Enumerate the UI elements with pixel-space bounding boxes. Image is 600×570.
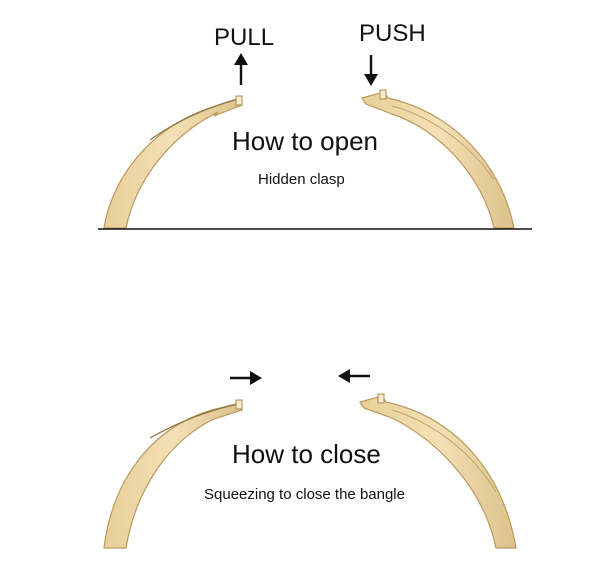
open-subtitle: Hidden clasp [258,171,345,188]
bangle-right-half-open [361,89,515,229]
pull-label: PULL [214,24,275,51]
open-title: How to open [232,126,378,156]
bangle-right-half-close [359,393,517,549]
pull-arrow-up-icon [234,53,248,85]
close-subtitle: Squeezing to close the bangle [204,486,405,503]
squeeze-arrow-right-icon [230,371,262,385]
push-arrow-down-icon [364,55,378,86]
squeeze-arrow-left-icon [338,369,370,383]
push-label: PUSH [359,20,426,47]
bangle-left-half-open [103,95,243,229]
close-title: How to close [232,439,381,469]
bangle-left-half-close [103,399,243,549]
